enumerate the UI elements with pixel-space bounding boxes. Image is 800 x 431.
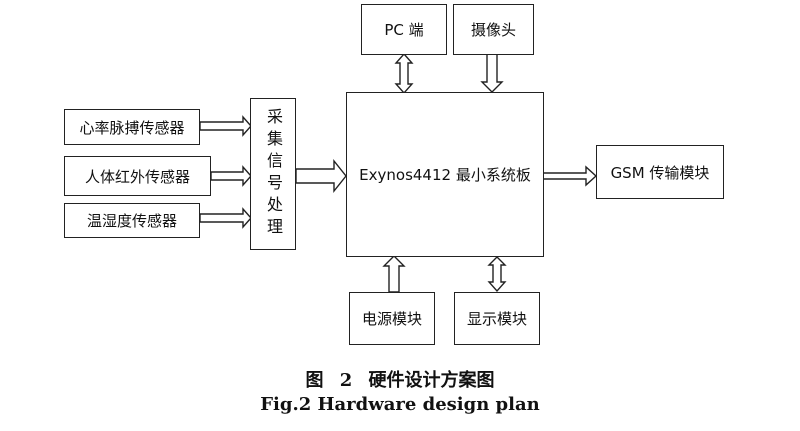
display-block: 显示模块: [454, 292, 540, 345]
temp-sensor-label: 温湿度传感器: [86, 212, 177, 230]
signal-processing-label: 采集信号处理: [264, 108, 283, 240]
power-up-arrow: [382, 255, 406, 293]
figure-caption-cn: 图 2 硬件设计方案图: [305, 370, 495, 391]
core-board-label: Exynos4412 最小系统板: [359, 166, 531, 184]
power-label: 电源模块: [361, 310, 422, 328]
pc-block: PC 端: [361, 4, 447, 55]
core-board-block: Exynos4412 最小系统板: [346, 92, 544, 257]
ir-sensor-block: 人体红外传感器: [64, 156, 211, 196]
ir-right-arrow: [210, 165, 252, 187]
camera-label: 摄像头: [470, 21, 516, 39]
ir-sensor-label: 人体红外传感器: [84, 167, 190, 186]
display-double-arrow: [487, 256, 507, 293]
processing-right-arrow: [295, 159, 347, 193]
gsm-label: GSM 传输模块: [610, 163, 710, 182]
power-block: 电源模块: [349, 292, 435, 345]
signal-processing-block: 采集信号处理: [250, 98, 296, 250]
display-label: 显示模块: [466, 310, 527, 328]
heart-right-arrow: [199, 115, 252, 137]
figure-caption-en: Fig.2 Hardware design plan: [260, 394, 540, 415]
pc-label: PC 端: [384, 21, 424, 39]
heart-sensor-label: 心率脉搏传感器: [79, 118, 185, 137]
heart-sensor-block: 心率脉搏传感器: [64, 109, 200, 145]
camera-down-arrow: [480, 53, 504, 93]
temp-sensor-block: 温湿度传感器: [64, 203, 200, 238]
gsm-block: GSM 传输模块: [596, 145, 724, 199]
temp-right-arrow: [199, 207, 252, 229]
pc-double-arrow: [394, 52, 414, 95]
camera-block: 摄像头: [453, 4, 534, 55]
gsm-right-arrow: [542, 165, 598, 187]
